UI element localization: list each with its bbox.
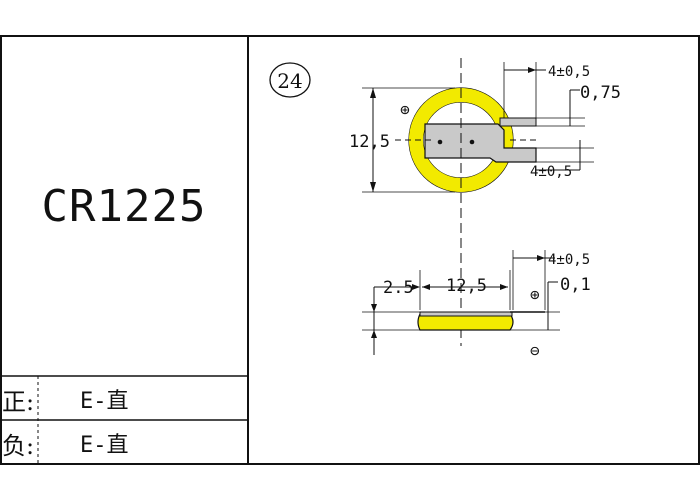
drawing-number: 24 [277,69,302,93]
side-minus-symbol: ⊖ [530,341,540,360]
negative-label: 负: [2,432,35,460]
positive-label: 正: [2,388,35,416]
top-thickness-label: 0,75 [580,83,621,103]
top-diameter-label: 12,5 [349,132,390,152]
positive-value: E-直 [80,389,129,414]
side-tab-width-label: 4±0,5 [548,252,590,268]
top-tab [424,123,537,163]
negative-value: E-直 [80,433,129,458]
top-plus-symbol: ⊕ [400,100,410,119]
drawing-number-circle [269,62,311,98]
side-clearance-label: 0,1 [560,275,591,295]
top-offset-label: 4±0,5 [530,164,572,180]
side-plus-symbol: ⊕ [530,285,540,304]
top-tab-width-label: 4±0,5 [548,64,590,80]
side-offset-label: 2.5 [383,278,414,298]
side-diameter-label: 12,5 [446,276,487,296]
model-title: CR1225 [41,180,207,232]
